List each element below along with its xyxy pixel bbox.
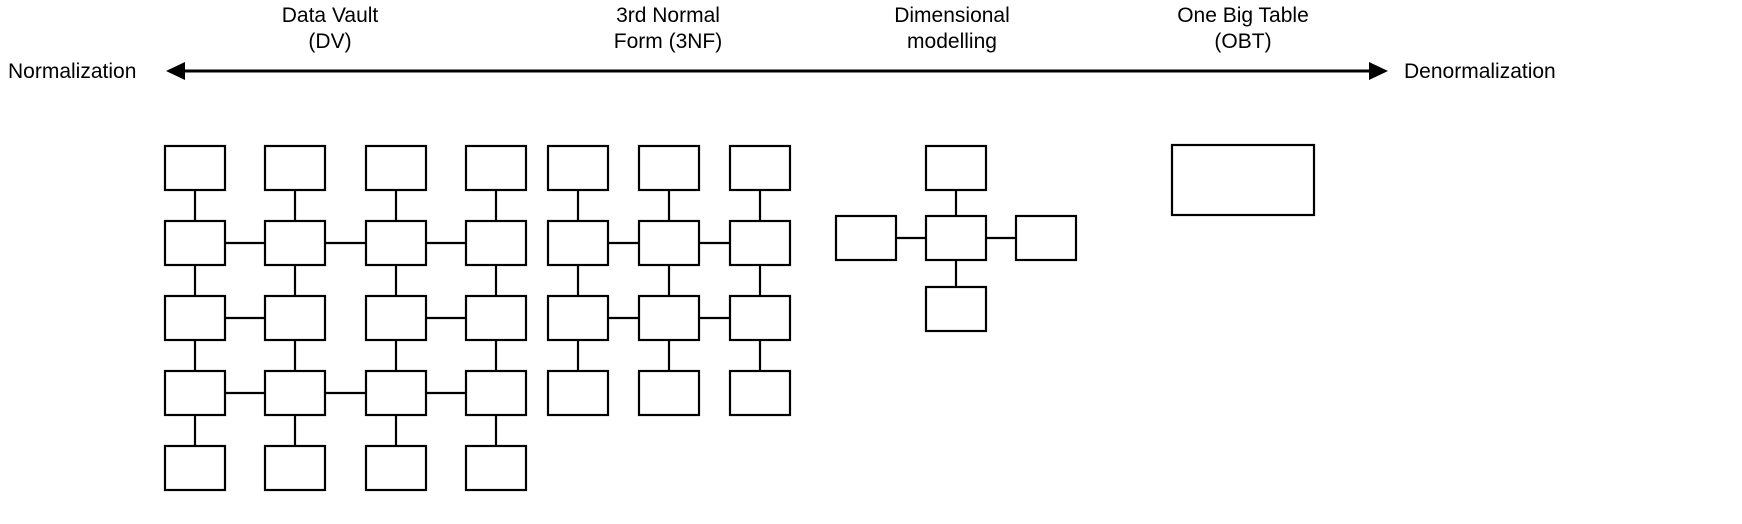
- entity-box: [364, 219, 428, 267]
- third-normal-form-model: [546, 144, 792, 417]
- entity-box-dimension-top: [924, 144, 988, 192]
- entity-box-dimension-right: [1014, 214, 1078, 262]
- entity-box: [263, 144, 327, 192]
- entity-box: [546, 219, 610, 267]
- entity-box: [728, 144, 792, 192]
- stage-labels: Data Vault (DV) 3rd Normal Form (3NF) Di…: [282, 4, 1309, 53]
- entity-box: [163, 369, 227, 417]
- arrow-head-left-icon: [166, 62, 185, 80]
- entity-box: [637, 294, 701, 342]
- dimensional-modelling-model: [834, 144, 1078, 333]
- one-big-table-model: [1170, 143, 1316, 217]
- entity-box: [464, 144, 528, 192]
- axis-label-normalization: Normalization: [8, 60, 136, 83]
- entity-box: [464, 369, 528, 417]
- stage-label-one-big-table-line1: One Big Table: [1177, 4, 1309, 27]
- entity-box: [728, 219, 792, 267]
- stage-label-third-normal-form-line2: Form (3NF): [614, 30, 723, 53]
- stage-label-one-big-table-line2: (OBT): [1214, 30, 1271, 53]
- stage-label-dimensional-modelling-line2: modelling: [907, 30, 997, 53]
- entity-box: [263, 369, 327, 417]
- entity-box: [637, 219, 701, 267]
- stage-label-data-vault-line2: (DV): [308, 30, 351, 53]
- entity-box-dimension-left: [834, 214, 898, 262]
- entity-box-one-big-table: [1170, 143, 1316, 217]
- entity-box: [364, 369, 428, 417]
- entity-box: [163, 444, 227, 492]
- entity-box: [263, 444, 327, 492]
- dimensional-modelling-connectors: [896, 190, 1016, 287]
- dimensional-modelling-entities: [834, 144, 1078, 333]
- entity-box: [546, 369, 610, 417]
- entity-box: [364, 144, 428, 192]
- axis-label-denormalization: Denormalization: [1404, 60, 1556, 83]
- arrow-head-right-icon: [1369, 62, 1388, 80]
- entity-box: [163, 144, 227, 192]
- entity-box: [464, 294, 528, 342]
- entity-box: [163, 294, 227, 342]
- data-vault-entities: [163, 144, 528, 492]
- entity-box-fact-table: [924, 214, 988, 262]
- data-vault-connectors: [193, 190, 498, 446]
- stage-label-third-normal-form-line1: 3rd Normal: [616, 4, 720, 27]
- entity-box: [637, 144, 701, 192]
- spectrum-axis: Normalization Denormalization: [8, 60, 1556, 83]
- stage-label-data-vault-line1: Data Vault: [282, 4, 379, 27]
- entity-box: [546, 294, 610, 342]
- entity-box: [263, 219, 327, 267]
- entity-box: [728, 294, 792, 342]
- third-normal-form-connectors: [576, 190, 762, 371]
- entity-box: [364, 444, 428, 492]
- data-vault-model: [163, 144, 528, 492]
- entity-box-dimension-bottom: [924, 285, 988, 333]
- entity-box: [464, 219, 528, 267]
- entity-box: [263, 294, 327, 342]
- entity-box: [637, 369, 701, 417]
- third-normal-form-entities: [546, 144, 792, 417]
- entity-box: [546, 144, 610, 192]
- stage-label-dimensional-modelling-line1: Dimensional: [894, 4, 1010, 27]
- entity-box: [728, 369, 792, 417]
- entity-box: [163, 219, 227, 267]
- entity-box: [364, 294, 428, 342]
- entity-box: [464, 444, 528, 492]
